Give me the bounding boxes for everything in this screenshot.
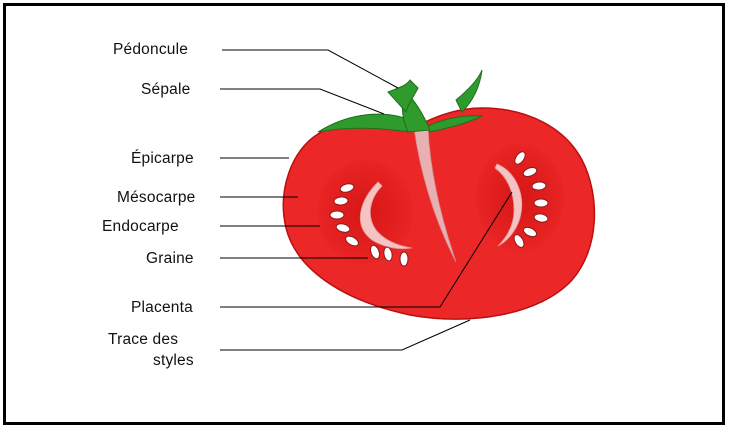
label-mesocarpe: Mésocarpe [117, 189, 195, 206]
peduncle-tip [456, 70, 482, 112]
leader-line-sepale [220, 89, 384, 114]
label-placenta: Placenta [131, 299, 193, 316]
label-trace-line2: styles [153, 352, 194, 369]
seed [400, 252, 408, 266]
leader-line-trace [220, 320, 470, 350]
seed [330, 211, 344, 219]
label-endocarpe: Endocarpe [102, 218, 179, 235]
label-sepale: Sépale [141, 81, 190, 98]
seed [534, 199, 548, 207]
label-graine: Graine [146, 250, 194, 267]
label-trace-line1: Trace des [108, 331, 178, 348]
label-epicarpe: Épicarpe [131, 150, 194, 167]
leader-line-pedoncule [222, 50, 398, 88]
label-pedoncule: Pédoncule [113, 41, 188, 58]
